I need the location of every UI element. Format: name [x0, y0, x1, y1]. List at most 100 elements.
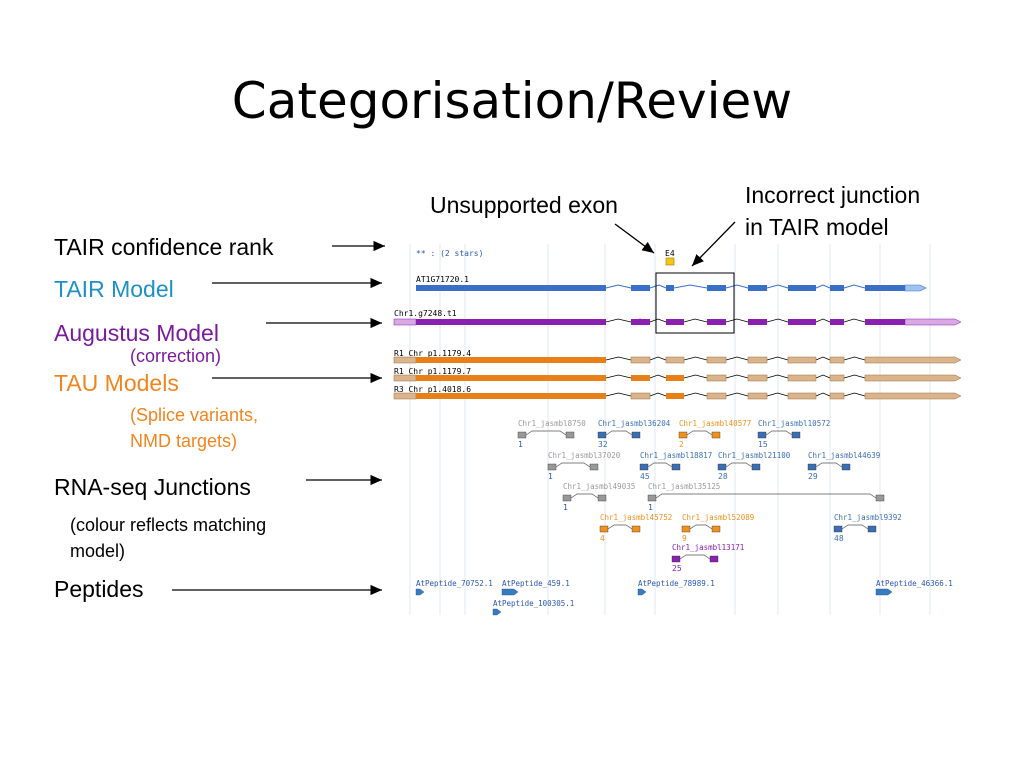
grid-lines: [409, 244, 931, 615]
peptide-mark: [875, 588, 893, 596]
tau-exon: [706, 392, 727, 400]
rnaseq-sub-label-1: (colour reflects matching: [70, 515, 267, 535]
tair-track-label: AT1G71720.1: [416, 275, 469, 284]
junction-arc: [725, 462, 753, 468]
junction-arc: [841, 524, 869, 530]
tau-intron: [649, 374, 667, 379]
junction-label: Chr1_jasmbl40577: [679, 419, 751, 428]
tau-intron: [605, 374, 632, 379]
tau2-track-label: R1_Chr_p1.1179.7: [394, 367, 471, 376]
peptide-mark: [637, 588, 647, 596]
incorrect-junction-callout-2: in TAIR model: [745, 214, 889, 240]
rnaseq-label: RNA-seq Junctions: [54, 474, 251, 500]
tau-exon: [666, 393, 684, 399]
tau-exon: [665, 356, 685, 364]
junction-count: 45: [640, 472, 650, 481]
junction-right-block: [841, 463, 851, 471]
junction-right-block: [711, 431, 721, 439]
tau-intron: [766, 374, 789, 379]
junction-arc: [815, 462, 843, 468]
junction-left-block: [757, 431, 767, 439]
tau-exon: [631, 375, 650, 381]
junction-right-block: [791, 431, 801, 439]
tau-intron: [843, 356, 866, 361]
junction-arc: [679, 554, 711, 560]
tau-intron: [766, 392, 789, 397]
tau-exon: [787, 356, 817, 364]
tair-gene-model: [416, 284, 927, 292]
junction-arc: [655, 493, 877, 499]
junction-label: Chr1_jasmbl10572: [758, 419, 830, 428]
unsupported-exon-callout: Unsupported exon: [430, 192, 618, 218]
junction-right-block: [597, 494, 607, 502]
junction-left-block: [681, 525, 691, 533]
junction-left-block: [647, 494, 657, 502]
tau-intron: [683, 374, 708, 379]
junction-arc: [689, 524, 713, 530]
junction-label: Chr1_jasmbl45752: [600, 513, 672, 522]
junction-right-block: [565, 431, 575, 439]
tau3-track-label: R3_Chr_p1.4018.6: [394, 385, 471, 394]
junction-arc: [570, 493, 599, 499]
tau-intron: [766, 356, 789, 361]
tau-exon: [706, 374, 727, 382]
junction-left-block: [671, 555, 681, 563]
tau-intron: [815, 374, 831, 379]
junction-count: 1: [548, 472, 553, 481]
tau-intron: [683, 392, 708, 397]
junction-label: Chr1_jasmbl35125: [648, 482, 720, 491]
junction-arc: [555, 462, 591, 468]
junction-left-block: [639, 463, 649, 471]
peptide-mark: [501, 588, 519, 596]
junction-right-block: [875, 494, 885, 502]
tau-exon-end: [864, 374, 962, 382]
tau-exon-end: [864, 392, 962, 400]
tau-exon: [829, 356, 845, 364]
junction-left-block: [597, 431, 607, 439]
junction-count: 1: [563, 503, 568, 512]
tau-intron: [725, 392, 749, 397]
peptide-label: AtPeptide_459.1: [502, 579, 570, 588]
tau-exon: [747, 392, 768, 400]
junction-count: 9: [682, 534, 687, 543]
tair-model-label: TAIR Model: [54, 276, 174, 302]
incorrect-junction-callout-1: Incorrect junction: [745, 182, 921, 208]
tau-intron: [843, 374, 866, 379]
junction-arc: [686, 430, 713, 436]
junction-count: 28: [718, 472, 728, 481]
junction-arc: [765, 430, 793, 436]
junction-label: Chr1_jasmbl8750: [518, 419, 586, 428]
label-arrows: [172, 221, 736, 596]
tau-intron: [815, 356, 831, 361]
unsupported-exon-mark: [665, 257, 675, 266]
tau-intron: [725, 356, 749, 361]
tau-utr-start: [393, 392, 417, 400]
tau-exon: [630, 392, 651, 400]
augustus-sub-label: (correction): [130, 346, 222, 366]
junction-left-block: [807, 463, 817, 471]
tau-exon: [829, 374, 845, 382]
tau-intron: [649, 392, 667, 397]
peptide-label: AtPeptide_70752.1: [416, 579, 493, 588]
junction-count: 15: [758, 440, 768, 449]
rnaseq-junctions: Chr1_jasmbl87501Chr1_jasmbl3620432Chr1_j…: [517, 419, 902, 573]
tau-intron: [605, 392, 632, 397]
junction-arc: [605, 430, 633, 436]
junction-right-block: [711, 525, 721, 533]
tair-rank-label: TAIR confidence rank: [54, 234, 274, 260]
tau-utr-start: [393, 356, 417, 364]
junction-right-block: [631, 431, 641, 439]
junction-left-block: [833, 525, 843, 533]
junction-label: Chr1_jasmbl52089: [682, 513, 754, 522]
junction-label: Chr1_jasmbl9392: [834, 513, 902, 522]
augustus-track-label: Chr1.g7248.t1: [394, 309, 457, 318]
tau-exon: [747, 374, 768, 382]
tau-exon: [706, 356, 727, 364]
peptide-label: AtPeptide_100305.1: [493, 599, 574, 608]
junction-count: 48: [834, 534, 844, 543]
tau-intron: [843, 392, 866, 397]
junction-right-block: [589, 463, 599, 471]
junction-label: Chr1_jasmbl21100: [718, 451, 791, 460]
